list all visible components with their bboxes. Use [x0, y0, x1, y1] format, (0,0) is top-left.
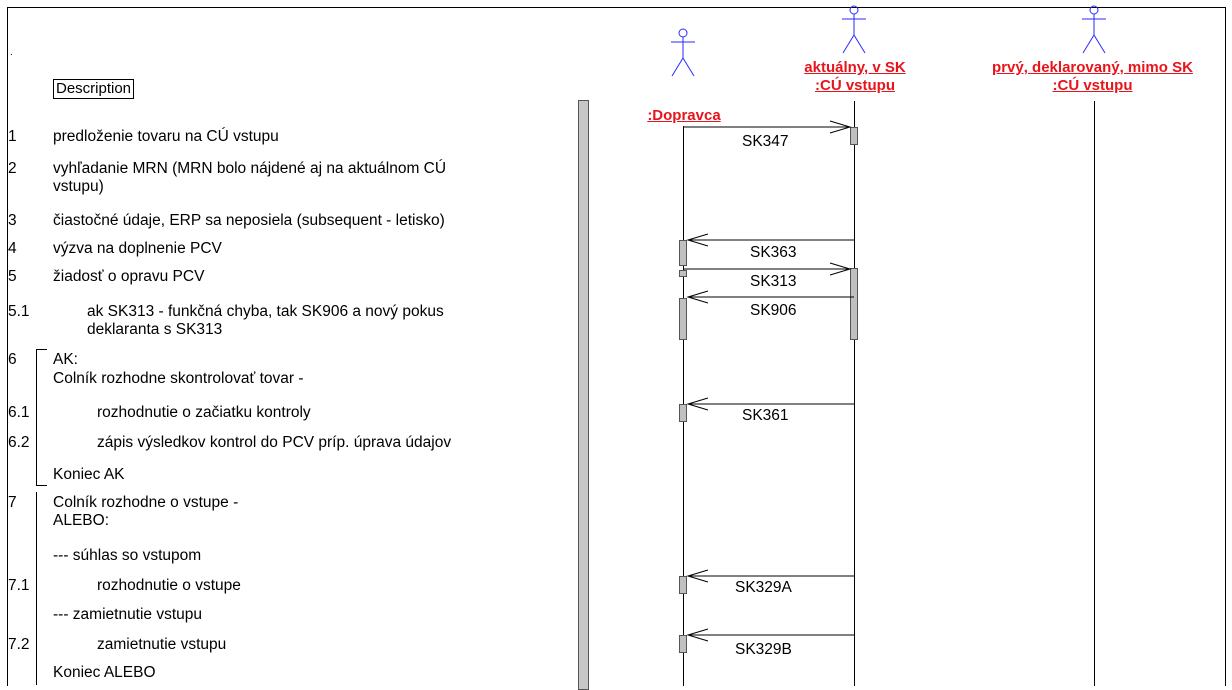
step-text: žiadosť o opravu PCV — [53, 268, 205, 285]
activation-bar — [850, 268, 858, 340]
step-text: ak SK313 - funkčná chyba, tak SK906 a no… — [87, 303, 444, 320]
activation-bar — [679, 404, 687, 422]
activation-bar — [679, 298, 687, 340]
header-dot: . — [10, 47, 13, 58]
step-text: --- súhlas so vstupom — [53, 547, 202, 564]
step-number: 7.2 — [8, 636, 30, 653]
message-arrow-left — [686, 233, 854, 247]
step-text: Koniec ALEBO — [53, 664, 156, 681]
message-arrow-right — [684, 262, 852, 276]
step-number: 7 — [8, 494, 17, 511]
message-arrow-left — [686, 628, 854, 642]
message-label: SK347 — [742, 133, 789, 150]
lane-title-prvy: prvý, deklarovaný, mimo SK — [992, 59, 1193, 76]
activation-bar — [850, 127, 858, 145]
step-text-cont: ALEBO: — [53, 512, 109, 529]
step-text: zápis výsledkov kontrol do PCV príp. úpr… — [97, 434, 452, 451]
description-header: Description — [53, 79, 135, 99]
step-number: 5 — [8, 268, 17, 285]
step-text: rozhodnutie o vstupe — [97, 577, 241, 594]
fragment-bracket-ak — [36, 349, 47, 486]
step-text: čiastočné údaje, ERP sa neposiela (subse… — [53, 212, 445, 229]
message-label: SK906 — [750, 302, 797, 319]
step-text-cont: vstupu) — [53, 178, 104, 195]
fragment-bracket-alebo — [36, 492, 37, 685]
step-text-cont: Colník rozhodne skontrolovať tovar - — [53, 370, 304, 387]
step-text: AK: — [53, 351, 78, 368]
step-number: 6.1 — [8, 404, 30, 421]
message-label: SK329A — [735, 579, 792, 596]
step-text: predloženie tovaru na CÚ vstupu — [53, 128, 279, 145]
message-label: SK361 — [742, 407, 789, 424]
activation-bar — [679, 240, 687, 266]
message-arrow-left — [686, 569, 854, 583]
step-text: Colník rozhodne o vstupe - — [53, 494, 239, 511]
step-number: 6 — [8, 351, 17, 368]
message-arrow-left — [686, 397, 854, 411]
message-label: SK363 — [750, 244, 797, 261]
step-text: výzva na doplnenie PCV — [53, 240, 222, 257]
step-text-cont: deklaranta s SK313 — [87, 321, 223, 338]
step-number: 6.2 — [8, 434, 30, 451]
lifeline-aktualny — [854, 101, 855, 686]
message-arrow-right — [684, 120, 852, 134]
step-text: vyhľadanie MRN (MRN bolo nájdené aj na a… — [53, 160, 447, 177]
step-text: --- zamietnutie vstupu — [53, 606, 203, 623]
step-number: 1 — [8, 128, 17, 145]
actor-stick-figure-icon — [1082, 5, 1106, 54]
lifeline-prvy — [1094, 101, 1095, 686]
step-number: 4 — [8, 240, 17, 257]
lane-subtitle-prvy: :CÚ vstupu — [1052, 77, 1133, 94]
step-text: Koniec AK — [53, 466, 125, 483]
step-number: 7.1 — [8, 577, 30, 594]
message-label: SK313 — [750, 273, 797, 290]
diagram-frame — [7, 7, 1226, 686]
separator-bar — [578, 100, 589, 690]
step-number: 2 — [8, 160, 17, 177]
activation-bar — [679, 576, 687, 594]
actor-stick-figure-icon — [842, 5, 866, 54]
lane-subtitle-aktualny: :CÚ vstupu — [815, 77, 895, 94]
activation-bar — [679, 270, 687, 277]
step-text: rozhodnutie o začiatku kontroly — [97, 404, 311, 421]
lane-title-dopravca: :Dopravca — [647, 107, 721, 124]
step-number: 5.1 — [8, 303, 30, 320]
lane-title-aktualny: aktuálny, v SK — [804, 59, 906, 76]
message-arrow-left — [686, 290, 854, 304]
message-label: SK329B — [735, 641, 792, 658]
actor-stick-figure-icon — [671, 28, 695, 77]
activation-bar — [679, 635, 687, 653]
step-text: zamietnutie vstupu — [97, 636, 227, 653]
step-number: 3 — [8, 212, 17, 229]
